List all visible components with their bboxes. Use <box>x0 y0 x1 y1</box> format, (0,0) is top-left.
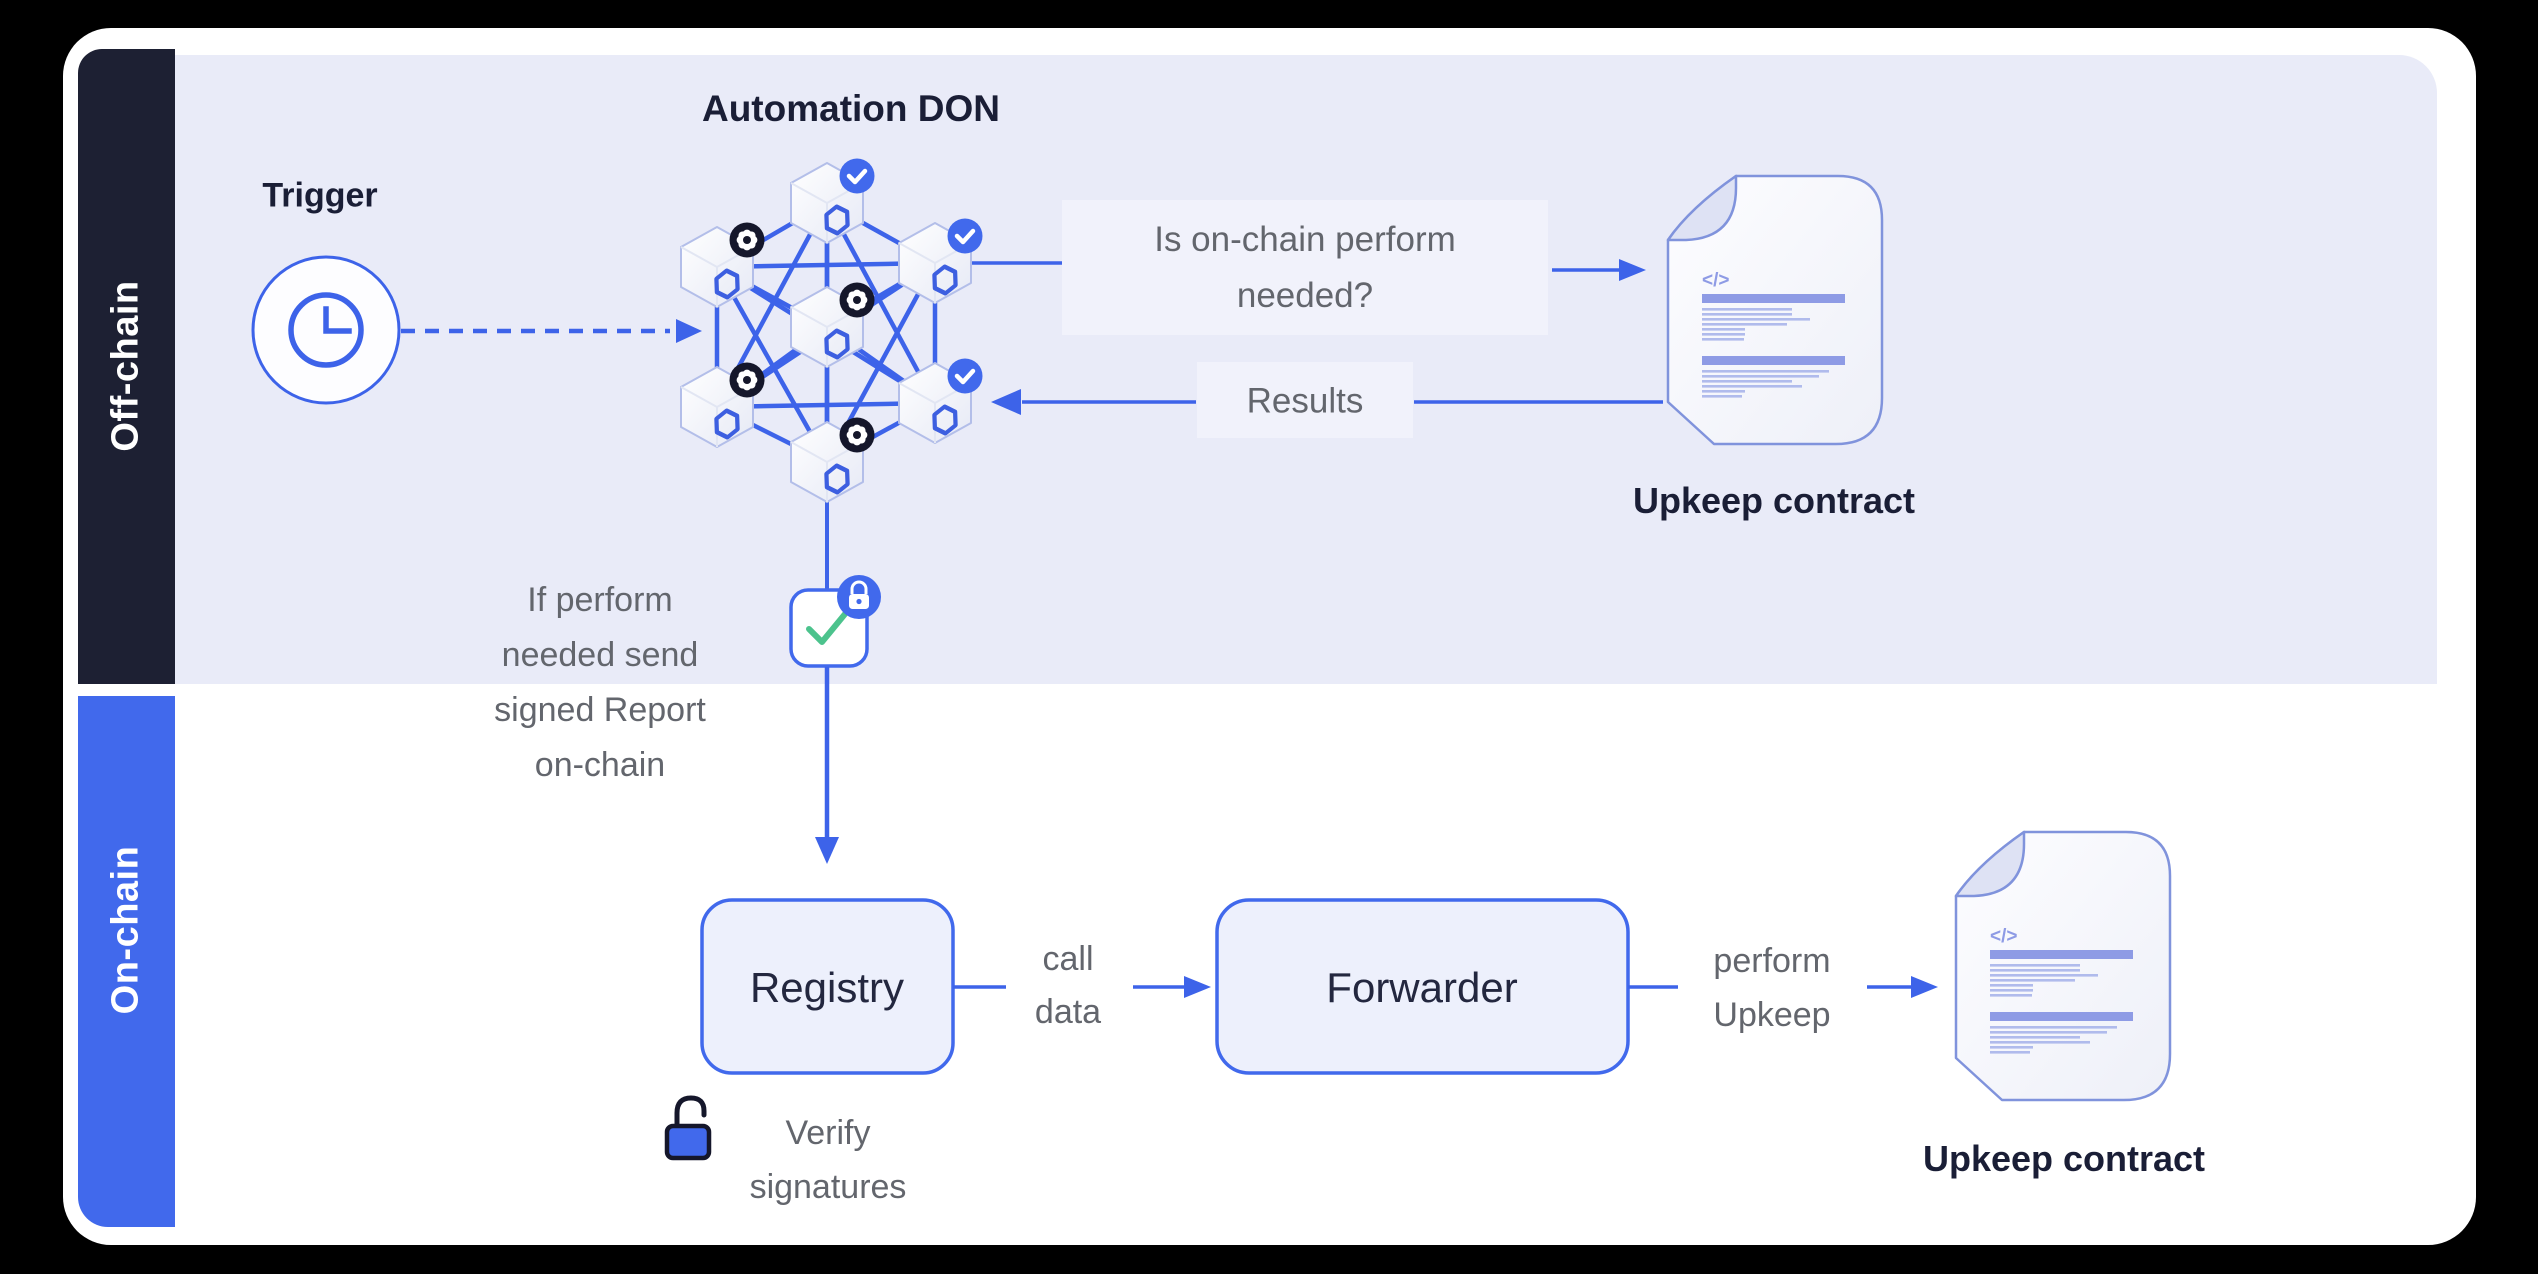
verify-signatures-label: Verify signatures <box>749 1114 907 1206</box>
don-node <box>898 358 983 444</box>
upkeep-contract-icon-top <box>1666 174 1884 446</box>
chainlink-hexagon-icon <box>824 328 850 360</box>
question-to-contract-arrow <box>1552 259 1646 281</box>
check-badge-icon <box>839 158 875 194</box>
check-badge-icon <box>947 218 983 254</box>
perform-to-contract-arrow <box>1867 976 1938 998</box>
trigger-label: Trigger <box>262 176 378 215</box>
calldata-to-forwarder-arrow <box>1133 976 1211 998</box>
chainlink-hexagon-icon <box>932 404 958 436</box>
chainlink-hexagon-icon <box>824 204 850 236</box>
check-badge-icon <box>947 358 983 394</box>
chainlink-hexagon-icon <box>932 264 958 296</box>
if-perform-label: If perform needed send signed Report on-… <box>494 581 706 784</box>
results-label-chip <box>1197 362 1413 438</box>
is-onchain-label-chip <box>1062 200 1548 335</box>
perform-upkeep-label: perform Upkeep <box>1713 942 1831 1034</box>
don-node <box>680 222 765 308</box>
lock-badge-icon <box>837 575 881 619</box>
signed-report-icon <box>789 575 881 668</box>
results-label: Results <box>1246 381 1364 421</box>
report-to-registry-arrow <box>815 667 839 864</box>
call-data-label: call data <box>1034 940 1102 1031</box>
is-onchain-label: Is on-chain perform needed? <box>1154 220 1456 315</box>
offchain-lane-strip <box>78 49 175 684</box>
forwarder-label: Forwarder <box>1326 964 1518 1011</box>
don-node <box>790 417 875 503</box>
gear-badge-icon <box>839 282 875 318</box>
don-node <box>790 158 875 244</box>
gear-badge-icon <box>729 362 765 398</box>
gear-badge-icon <box>729 222 765 258</box>
don-title: Automation DON <box>701 88 1001 129</box>
don-node <box>790 282 875 368</box>
chainlink-hexagon-icon <box>714 268 740 300</box>
onchain-lane-label: On-chain <box>104 845 147 1015</box>
chainlink-hexagon-icon <box>714 408 740 440</box>
don-node <box>898 218 983 304</box>
open-padlock-icon <box>664 1095 712 1161</box>
don-edge <box>825 201 937 405</box>
clock-icon <box>251 255 401 405</box>
registry-label: Registry <box>749 964 905 1011</box>
gear-badge-icon <box>839 417 875 453</box>
upkeep-contract-icon-bottom <box>1954 830 2172 1102</box>
onchain-lane-strip <box>78 696 175 1227</box>
don-network <box>680 158 983 503</box>
results-arrow <box>991 389 1663 415</box>
trigger-arrow <box>401 319 702 343</box>
chainlink-hexagon-icon <box>824 463 850 495</box>
upkeep-contract-label-bottom: Upkeep contract <box>1922 1138 2206 1179</box>
offchain-lane-label: Off-chain <box>104 280 147 452</box>
don-node <box>680 362 765 448</box>
upkeep-contract-label-top: Upkeep contract <box>1632 480 1916 521</box>
